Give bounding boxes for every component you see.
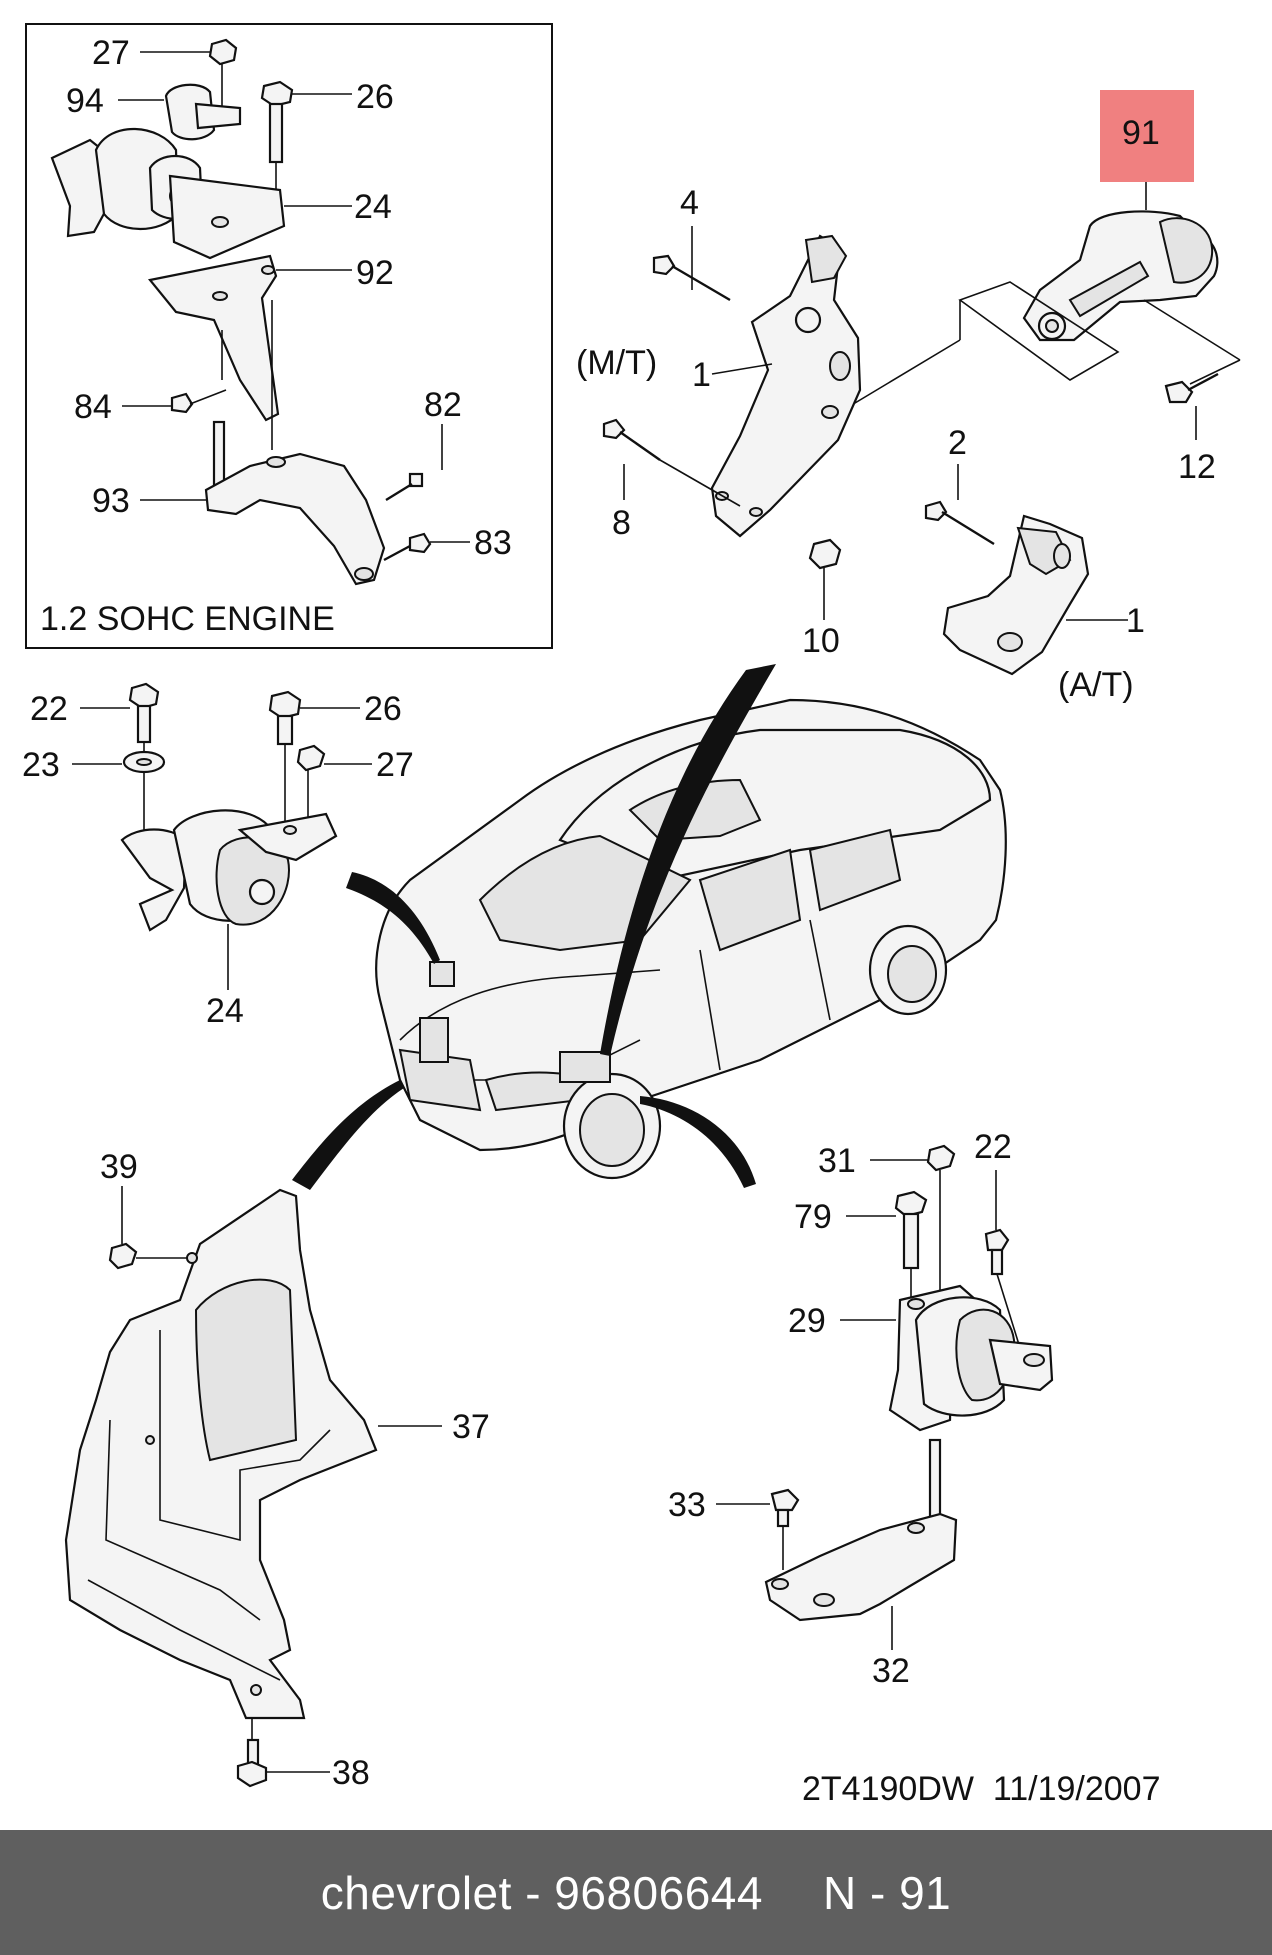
callout-8: 8 — [612, 504, 631, 542]
rubber-94-inset — [118, 83, 242, 141]
callout-93-inset: 93 — [92, 482, 130, 520]
bolt-83-inset — [383, 532, 470, 562]
callout-38: 38 — [332, 1754, 370, 1792]
document-reference: 2T4190DW 11/19/2007 — [802, 1770, 1161, 1808]
callout-82-inset: 82 — [424, 386, 462, 424]
nut-31 — [870, 1144, 956, 1300]
washer-23 — [72, 750, 166, 836]
bolt-22 — [80, 682, 160, 756]
callout-26-inset: 26 — [356, 78, 394, 116]
bolt-4 — [652, 226, 731, 302]
callout-37: 37 — [452, 1408, 490, 1446]
callout-4: 4 — [680, 184, 699, 222]
callout-94-inset: 94 — [66, 82, 104, 120]
nut-27-inset — [140, 38, 238, 110]
engine-mount-left-group: 22 23 26 27 24 — [22, 682, 414, 1030]
label-at: (A/T) — [1058, 666, 1134, 704]
pointer-to-mount-24 — [346, 872, 440, 964]
footer-bar: chevrolet - 96806644 N - 91 — [0, 1830, 1272, 1955]
mount-24 — [120, 809, 338, 990]
callout-1-at: 1 — [1126, 602, 1145, 640]
shield-37-group: 39 37 38 — [64, 1148, 490, 1792]
callout-24-inset: 24 — [354, 188, 392, 226]
bolt-38 — [236, 1718, 330, 1788]
nut-27 — [296, 744, 372, 830]
label-mt: (M/T) — [576, 344, 657, 382]
callout-23: 23 — [22, 746, 60, 784]
mount-24-inset — [50, 127, 352, 260]
engine-mount-right-group: 31 79 22 29 33 32 — [668, 1128, 1054, 1690]
callout-79: 79 — [794, 1198, 832, 1236]
footer-text: chevrolet - 96806644 N - 91 — [321, 1866, 951, 1920]
inset-sohc-engine: 27 94 26 24 92 84 82 93 83 1.2 SOHC ENGI… — [25, 23, 553, 649]
callout-1-mt: 1 — [692, 356, 711, 394]
callout-92-inset: 92 — [356, 254, 394, 292]
highlight-box-91 — [1100, 90, 1194, 182]
nut-39 — [108, 1186, 188, 1270]
callout-31: 31 — [818, 1142, 856, 1180]
callout-27: 27 — [376, 746, 414, 784]
bolt-12 — [1164, 372, 1219, 440]
bracket-1-at — [942, 514, 1128, 676]
bracket-92-inset — [147, 254, 352, 450]
footer-brand-part: chevrolet - 96806644 — [320, 1866, 763, 1919]
pointer-to-shield-37 — [292, 1080, 404, 1190]
callout-27-inset: 27 — [92, 34, 130, 72]
bolt-26 — [268, 690, 360, 846]
transmission-mount-group: (M/T) (A/T) 4 1 8 10 2 1 12 91 — [576, 90, 1241, 704]
callout-26: 26 — [364, 690, 402, 728]
bolt-33 — [716, 1488, 800, 1570]
mount-91 — [1022, 210, 1219, 342]
bolt-82-inset — [385, 424, 443, 502]
bolt-84-inset — [122, 389, 227, 414]
pointer-to-transmission-mount — [600, 664, 776, 1056]
bolt-8 — [602, 418, 741, 507]
footer-page-ref: N - 91 — [822, 1866, 952, 1919]
parts-diagram: 27 94 26 24 92 84 82 93 83 1.2 SOHC ENGI… — [22, 23, 1241, 1808]
callout-83-inset: 83 — [474, 524, 512, 562]
callout-2: 2 — [948, 424, 967, 462]
bolt-26-inset — [260, 80, 352, 190]
bracket-93-inset — [140, 420, 386, 586]
bolt-79 — [846, 1190, 928, 1300]
callout-39: 39 — [100, 1148, 138, 1186]
bolt-2 — [924, 464, 995, 546]
callout-22: 22 — [30, 690, 68, 728]
bracket-1-mt — [710, 234, 862, 538]
callout-29: 29 — [788, 1302, 826, 1340]
callout-91: 91 — [1122, 114, 1160, 152]
callout-33: 33 — [668, 1486, 706, 1524]
bracket-32 — [764, 1438, 958, 1650]
inset-title: 1.2 SOHC ENGINE — [40, 600, 335, 638]
callout-84-inset: 84 — [74, 388, 112, 426]
pointer-to-mount-29 — [640, 1096, 756, 1188]
callout-32: 32 — [872, 1652, 910, 1690]
car-illustration — [292, 664, 1007, 1190]
callout-10: 10 — [802, 622, 840, 660]
callout-24: 24 — [206, 992, 244, 1030]
nut-10 — [808, 538, 842, 620]
mount-29 — [840, 1284, 1054, 1432]
callout-12: 12 — [1178, 448, 1216, 486]
callout-22-right: 22 — [974, 1128, 1012, 1166]
